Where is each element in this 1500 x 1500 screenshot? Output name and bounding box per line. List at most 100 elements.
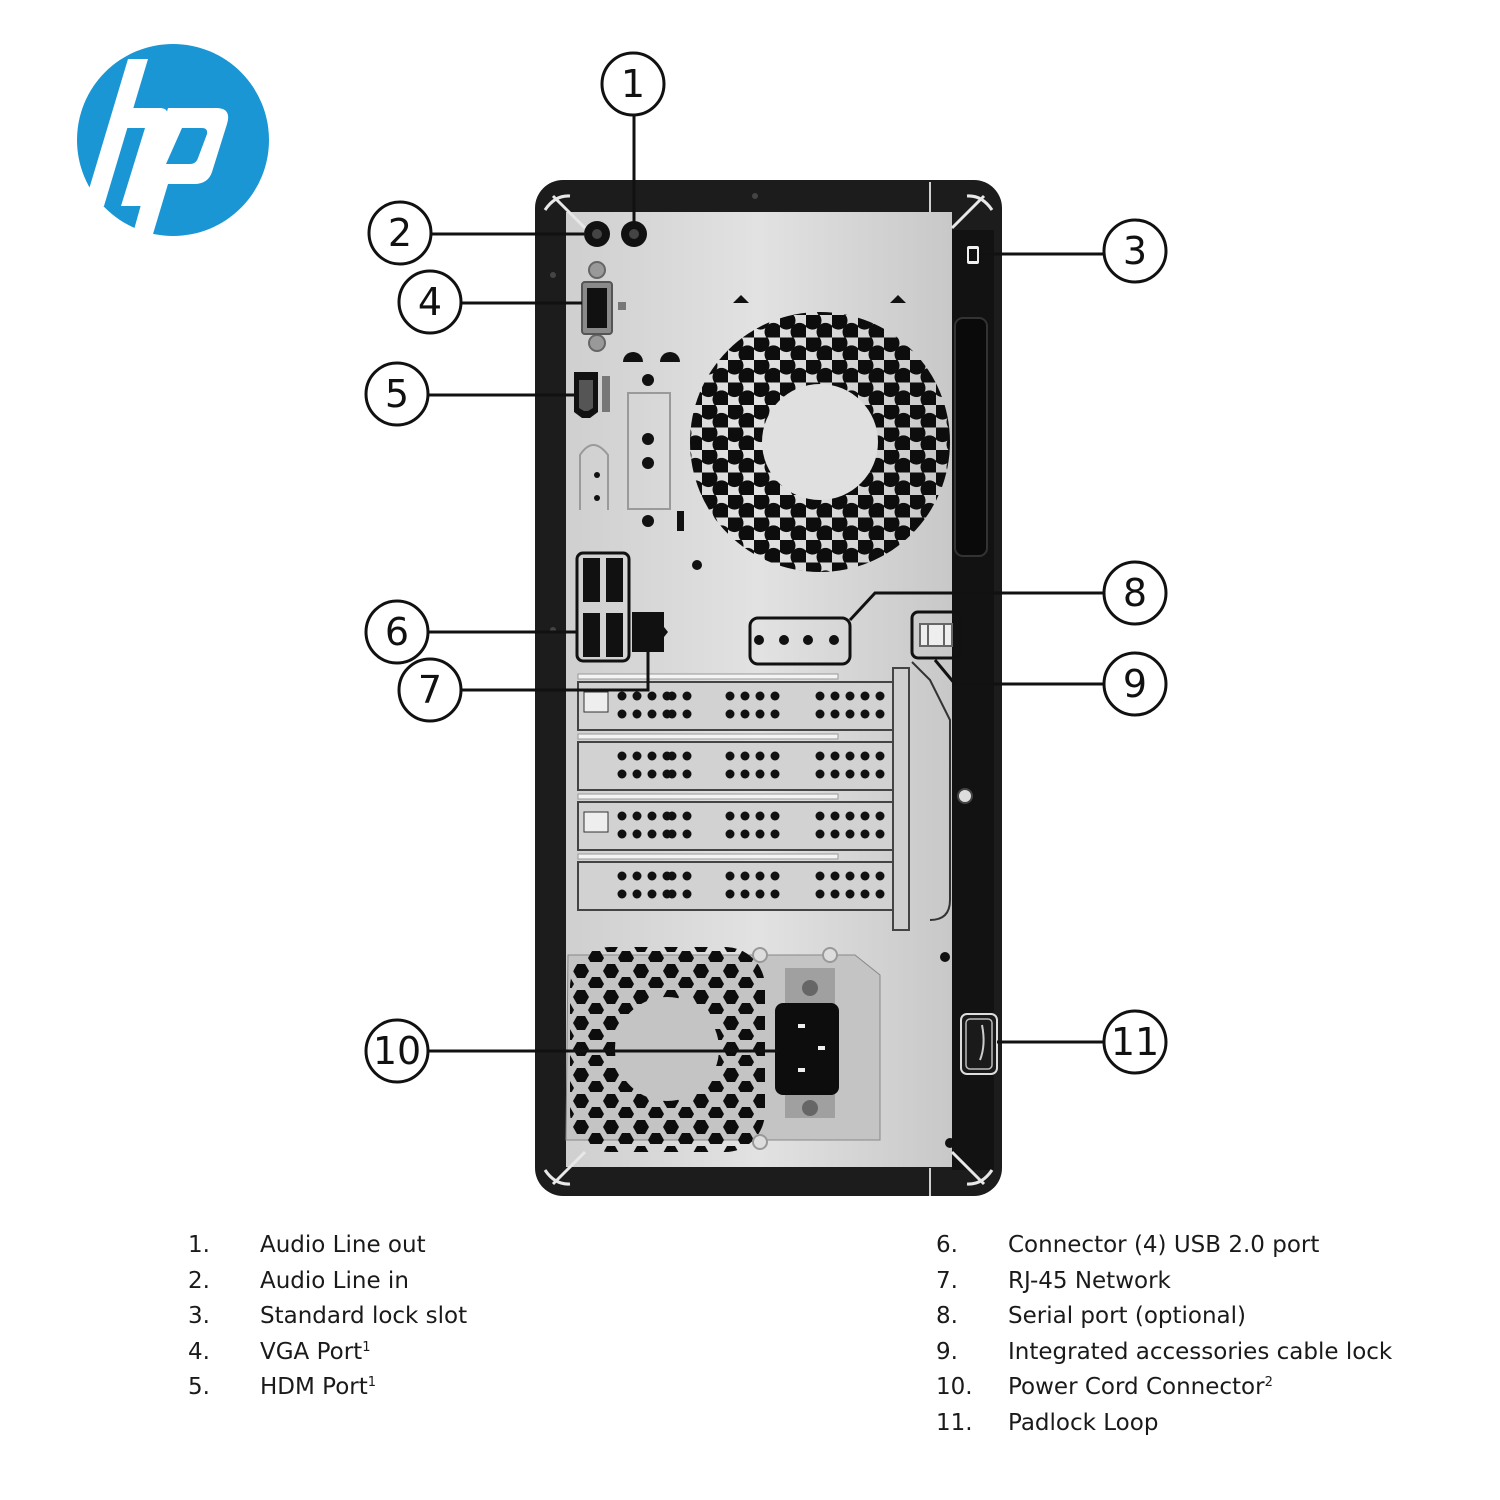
legend-label: Standard lock slot <box>260 1299 467 1335</box>
power-connector[interactable] <box>775 968 839 1118</box>
legend-label-text: Audio Line out <box>260 1232 426 1258</box>
callout-leader-line <box>461 652 650 692</box>
legend-number: 3. <box>188 1303 210 1330</box>
callout-number: 2 <box>388 211 412 255</box>
expansion-slot <box>577 673 894 731</box>
legend-label: Power Cord Connector2 <box>1008 1370 1273 1406</box>
callout-number: 3 <box>1123 229 1147 273</box>
side-latch <box>954 317 988 557</box>
hp-logo <box>77 44 269 244</box>
legend-number: 1. <box>188 1232 210 1258</box>
legend-label-text: Serial port (optional) <box>1008 1303 1247 1330</box>
rj45-port[interactable] <box>632 612 668 652</box>
callout-circle <box>364 1018 430 1084</box>
legend-label-text: Integrated accessories cable lock <box>1008 1338 1393 1365</box>
callout-number: 5 <box>385 372 409 416</box>
legend-label: Serial port (optional) <box>1008 1299 1246 1335</box>
legend-number: 4. <box>188 1338 210 1365</box>
legend-label: Padlock Loop <box>1008 1406 1158 1442</box>
hp-logo-letters <box>84 59 229 244</box>
callout-number: 7 <box>418 668 442 712</box>
legend-item: 9. Integrated accessories cable lock <box>936 1335 1456 1371</box>
callout-audio-line-out: 1 <box>600 51 666 222</box>
audio-line-out[interactable] <box>621 221 647 247</box>
callout-audio-line-in: 2 <box>367 200 584 266</box>
legend-item: 7. RJ-45 Network <box>936 1264 1456 1300</box>
legend-item: 10. Power Cord Connector2 <box>936 1370 1456 1406</box>
legend-label-text: Standard lock slot <box>260 1303 468 1330</box>
legend-label-text: Power Cord Connector <box>1008 1374 1265 1401</box>
footnote-marker: 1 <box>362 1339 371 1355</box>
legend-label-text: Connector (4) USB 2.0 port <box>1008 1232 1320 1258</box>
legend-number: 10. <box>936 1374 973 1401</box>
callout-circle <box>600 51 666 117</box>
footnote-marker: 2 <box>1264 1375 1273 1391</box>
callout-number: 1 <box>621 62 645 106</box>
callout-padlock-loop: 11 <box>997 1009 1168 1075</box>
legend-number: 8. <box>936 1303 958 1330</box>
callout-circle <box>367 200 433 266</box>
legend-label: VGA Port1 <box>260 1335 370 1371</box>
legend-item: 8. Serial port (optional) <box>936 1299 1456 1335</box>
callout-circle <box>1102 560 1168 626</box>
hdmi-port[interactable] <box>574 372 610 418</box>
legend-number: 5. <box>188 1374 210 1401</box>
callout-standard-lock-slot: 3 <box>980 218 1168 284</box>
audio-line-in[interactable] <box>584 221 610 247</box>
serial-port[interactable] <box>748 616 852 666</box>
callout-circle <box>364 599 430 665</box>
legend-label-text: VGA Port <box>260 1338 363 1365</box>
callout-number: 8 <box>1123 571 1147 615</box>
legend-label: Audio Line in <box>260 1264 409 1300</box>
callout-circle <box>1102 651 1168 717</box>
callout-circle <box>397 269 463 335</box>
legend-item: 3. Standard lock slot <box>188 1299 588 1335</box>
expansion-slot <box>577 853 894 911</box>
vga-port[interactable] <box>581 261 626 352</box>
cable-lock[interactable] <box>910 610 962 660</box>
legend-item: 5. HDM Port1 <box>188 1370 588 1406</box>
legend-label: Integrated accessories cable lock <box>1008 1335 1392 1371</box>
legend-item: 4. VGA Port1 <box>188 1335 588 1371</box>
expansion-slot <box>577 733 894 791</box>
callout-cable-lock: 9 <box>933 651 1168 717</box>
legend-item: 2. Audio Line in <box>188 1264 588 1300</box>
callout-serial-port: 8 <box>848 560 1168 626</box>
legend-label-text: RJ-45 Network <box>1008 1267 1171 1294</box>
legend-right-column: 6. Connector (4) USB 2.0 port 7. RJ-45 Netw… <box>936 1228 1456 1442</box>
standard-lock-slot[interactable] <box>967 246 979 264</box>
callout-circle <box>397 657 463 723</box>
usb-ports[interactable] <box>575 551 631 663</box>
callouts: 1 2 3 4 5 67 8 9 10 11 <box>364 51 1168 1084</box>
legend-number: 2. <box>188 1267 210 1294</box>
expansion-slot <box>577 793 894 851</box>
legend-number: 11. <box>936 1409 973 1436</box>
legend-item: 1. Audio Line out <box>188 1228 588 1264</box>
padlock-loop[interactable] <box>960 1013 998 1075</box>
callout-power-connector: 10 <box>364 1018 778 1084</box>
legend-label-text: HDM Port <box>260 1374 368 1401</box>
callout-vga-port: 4 <box>397 269 582 335</box>
legend-label: Audio Line out <box>260 1228 426 1264</box>
legend-label: HDM Port1 <box>260 1370 376 1406</box>
callout-number: 4 <box>418 280 442 324</box>
knockout-panel <box>579 392 671 510</box>
callout-hdmi-port: 5 <box>364 361 574 427</box>
callout-number: 11 <box>1111 1020 1159 1064</box>
footnote-marker: 1 <box>367 1375 377 1391</box>
fan-grill <box>690 312 950 572</box>
legend-label-text: Audio Line in <box>260 1267 409 1294</box>
callout-usb-ports: 6 <box>364 599 577 665</box>
callout-circle <box>364 361 430 427</box>
callout-number: 9 <box>1123 662 1147 706</box>
legend-item: 6. Connector (4) USB 2.0 port <box>936 1228 1456 1264</box>
callout-number: 10 <box>373 1029 421 1073</box>
legend-number: 9. <box>936 1338 958 1365</box>
legend-number: 7. <box>936 1267 958 1294</box>
callout-leader-line <box>848 591 1104 622</box>
callout-number: 6 <box>385 610 409 654</box>
slot-retention-bracket <box>892 661 973 931</box>
legend-number: 6. <box>936 1232 958 1258</box>
callout-leader-line <box>933 659 1104 686</box>
